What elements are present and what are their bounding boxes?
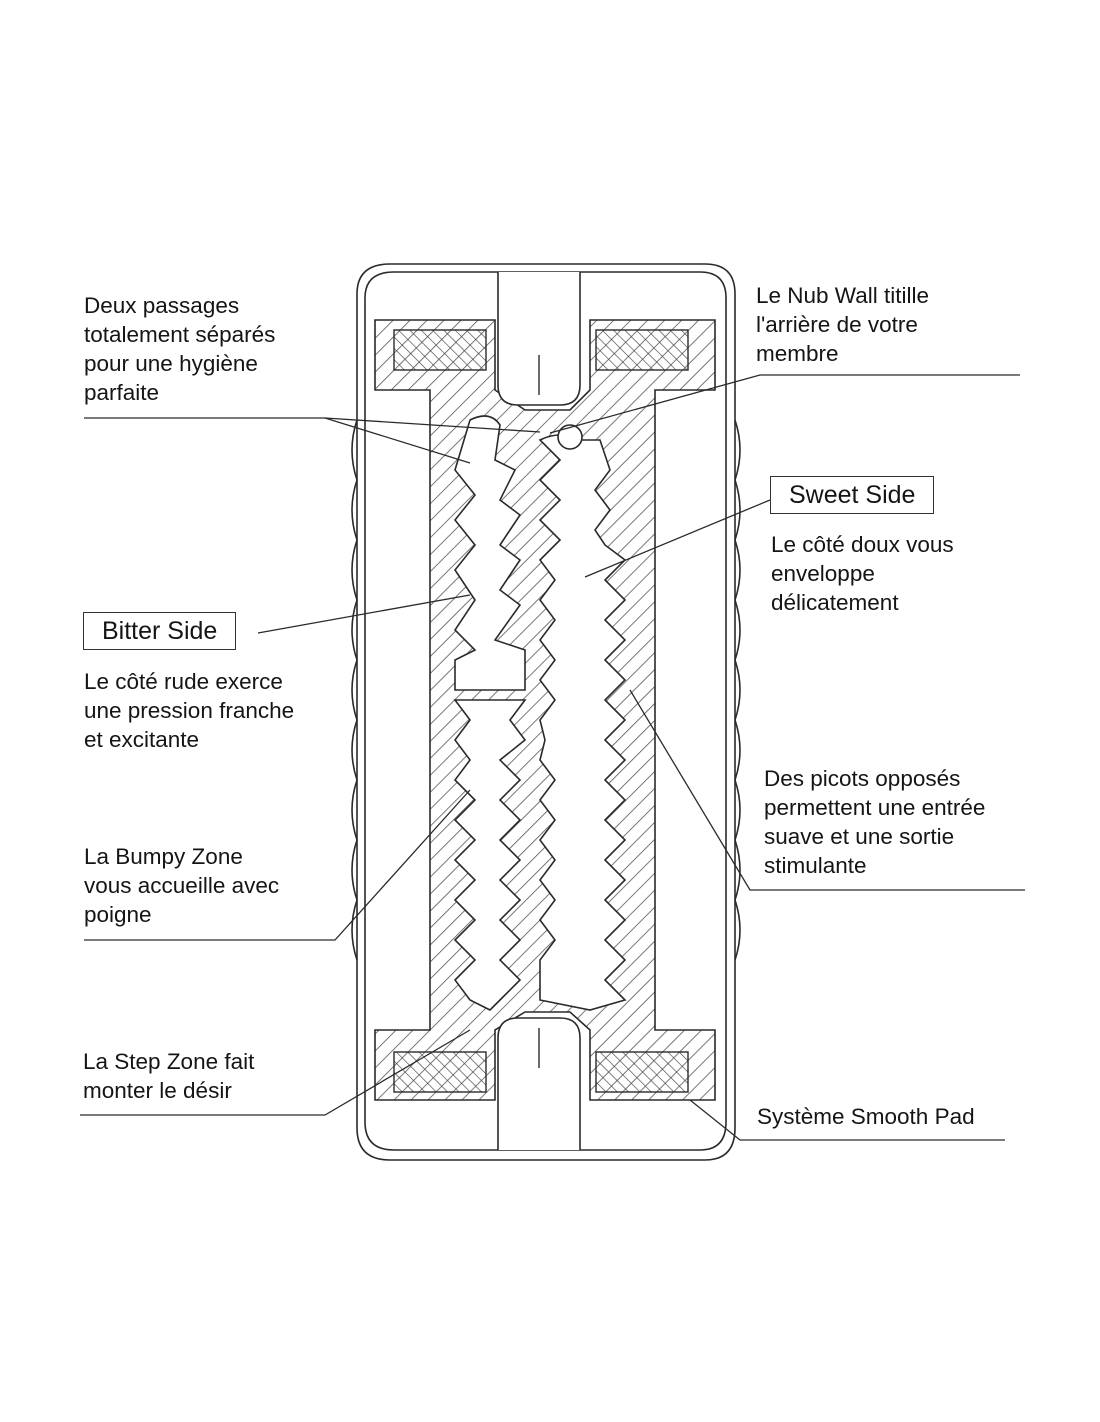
callout-line: Le côté doux vous [771, 532, 954, 557]
callout-line: Deux passages [84, 293, 240, 318]
callout-line: membre [756, 341, 839, 366]
callout-nub-wall: Le Nub Wall titille l'arrière de votre m… [756, 281, 929, 368]
leader-smooth [689, 1099, 1005, 1141]
callout-line: suave et une sortie [764, 824, 955, 849]
callout-line: Système Smooth Pad [757, 1104, 975, 1129]
leader-picots [629, 689, 1025, 891]
callout-line: pour une hygiène [84, 351, 258, 376]
callout-line: permettent une entrée [764, 795, 986, 820]
callout-line: stimulante [764, 853, 867, 878]
leader-nubwall [549, 374, 1020, 434]
leader-step [80, 1029, 471, 1116]
callout-sweet-side: Le côté doux vous enveloppe délicatement [771, 530, 954, 617]
callout-step-zone: La Step Zone fait monter le désir [83, 1047, 254, 1105]
bitter-side-channel [453, 415, 527, 1011]
callout-hygiene: Deux passages totalement séparés pour un… [84, 291, 275, 407]
callout-line: enveloppe [771, 561, 875, 586]
callout-line: et excitante [84, 727, 200, 752]
leader-lines [80, 374, 1025, 1141]
callout-line: monter le désir [83, 1078, 232, 1103]
callout-smooth-pad: Système Smooth Pad [757, 1102, 975, 1131]
callout-line: vous accueille avec [84, 873, 280, 898]
callout-line: La Bumpy Zone [84, 844, 243, 869]
callout-line: délicatement [771, 590, 899, 615]
callout-picots: Des picots opposés permettent une entrée… [764, 764, 985, 880]
callout-line: Le Nub Wall titille [756, 283, 929, 308]
callout-line: parfaite [84, 380, 160, 405]
sweet-side-channel [538, 434, 627, 1011]
callout-line: La Step Zone fait [83, 1049, 255, 1074]
leader-bumpy [84, 789, 471, 941]
leader-hygiene [84, 417, 471, 464]
nub-wall-bump [557, 424, 583, 450]
callout-line: Des picots opposés [764, 766, 961, 791]
callout-line: l'arrière de votre [756, 312, 918, 337]
bitter-side-title-box: Bitter Side [83, 612, 237, 650]
leader-sweet [584, 499, 771, 578]
callout-bitter-side: Le côté rude exerce une pression franche… [84, 667, 294, 754]
top-cap [374, 272, 716, 1150]
callout-line: totalement séparés [84, 322, 276, 347]
callout-line: poigne [84, 902, 152, 927]
outer-casing [351, 263, 741, 1161]
sweet-side-title-box: Sweet Side [770, 476, 935, 514]
leader-bitter [257, 594, 471, 634]
callout-line: Le côté rude exerce [84, 669, 283, 694]
leader-hygiene-2 [324, 417, 541, 433]
callout-bumpy-zone: La Bumpy Zone vous accueille avec poigne [84, 842, 279, 929]
callout-line: une pression franche [84, 698, 295, 723]
